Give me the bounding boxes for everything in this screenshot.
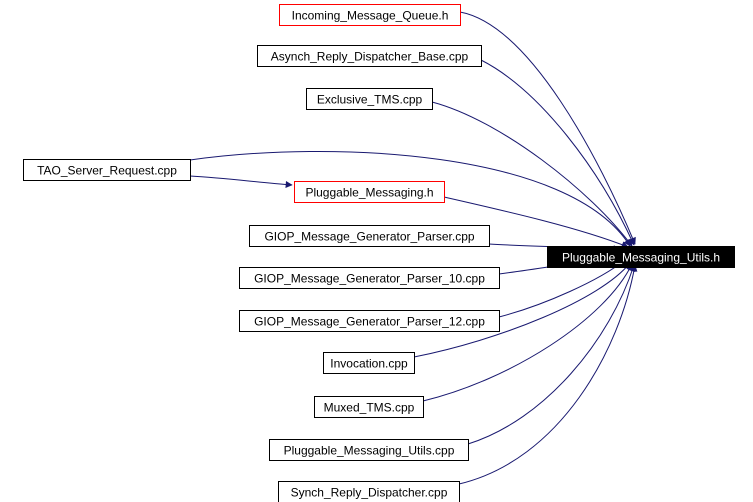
edge-synch-reply-dispatcher-to-target	[458, 264, 638, 485]
edge-giop-message-generator-parser-12-to-target	[498, 259, 626, 318]
node-box	[23, 159, 191, 181]
node-box	[239, 310, 500, 332]
edge-pluggable-messaging-to-target	[443, 196, 629, 248]
edge-pluggable-messaging-utils-cpp-to-target	[467, 264, 636, 445]
node-label: Synch_Reply_Dispatcher.cpp	[291, 486, 448, 500]
node-giop-message-generator-parser-10[interactable]: GIOP_Message_Generator_Parser_10.cpp	[239, 267, 500, 289]
nodes-layer: Incoming_Message_Queue.hAsynch_Reply_Dis…	[23, 4, 735, 502]
node-incoming-message-queue[interactable]: Incoming_Message_Queue.h	[279, 4, 461, 26]
edge-exclusive-tms-to-target	[431, 101, 633, 247]
node-label: Asynch_Reply_Dispatcher_Base.cpp	[271, 50, 469, 64]
node-label: Pluggable_Messaging_Utils.h	[562, 251, 720, 265]
edge-invocation-to-target	[413, 262, 631, 358]
node-muxed-tms[interactable]: Muxed_TMS.cpp	[314, 396, 424, 418]
edge-muxed-tms-to-target	[422, 263, 633, 402]
node-label: Invocation.cpp	[330, 357, 408, 371]
node-box	[323, 352, 415, 374]
node-tao-server-request[interactable]: TAO_Server_Request.cpp	[23, 159, 191, 181]
node-target[interactable]: Pluggable_Messaging_Utils.h	[547, 246, 735, 268]
node-box	[294, 181, 445, 203]
node-label: Pluggable_Messaging_Utils.cpp	[284, 444, 455, 458]
edge-asynch-reply-dispatcher-base-to-target	[480, 59, 635, 246]
node-box	[314, 396, 424, 418]
node-giop-message-generator-parser[interactable]: GIOP_Message_Generator_Parser.cpp	[249, 225, 490, 247]
node-box	[279, 4, 461, 26]
node-label: GIOP_Message_Generator_Parser.cpp	[264, 230, 474, 244]
node-pluggable-messaging[interactable]: Pluggable_Messaging.h	[294, 181, 445, 203]
node-box	[257, 45, 482, 67]
edge-tao-server-request-to-target	[189, 150, 631, 247]
node-label: Exclusive_TMS.cpp	[317, 93, 423, 107]
node-invocation[interactable]: Invocation.cpp	[323, 352, 415, 374]
node-exclusive-tms[interactable]: Exclusive_TMS.cpp	[306, 88, 433, 110]
node-box	[547, 246, 735, 268]
node-box	[249, 225, 490, 247]
edge-incoming-message-queue-to-target	[459, 11, 636, 245]
edge-tao-server-request-to-pluggable-messaging	[189, 175, 293, 188]
node-box	[239, 267, 500, 289]
node-asynch-reply-dispatcher-base[interactable]: Asynch_Reply_Dispatcher_Base.cpp	[257, 45, 482, 67]
node-label: Pluggable_Messaging.h	[305, 186, 433, 200]
node-synch-reply-dispatcher[interactable]: Synch_Reply_Dispatcher.cpp	[278, 481, 460, 502]
node-box	[278, 481, 460, 502]
node-box	[269, 439, 469, 461]
edges-layer	[189, 11, 638, 485]
node-label: GIOP_Message_Generator_Parser_10.cpp	[254, 272, 485, 286]
node-pluggable-messaging-utils-cpp[interactable]: Pluggable_Messaging_Utils.cpp	[269, 439, 469, 461]
node-label: GIOP_Message_Generator_Parser_12.cpp	[254, 315, 485, 329]
node-label: TAO_Server_Request.cpp	[37, 164, 177, 178]
node-giop-message-generator-parser-12[interactable]: GIOP_Message_Generator_Parser_12.cpp	[239, 310, 500, 332]
node-label: Incoming_Message_Queue.h	[292, 9, 449, 23]
node-box	[306, 88, 433, 110]
node-label: Muxed_TMS.cpp	[324, 401, 415, 415]
